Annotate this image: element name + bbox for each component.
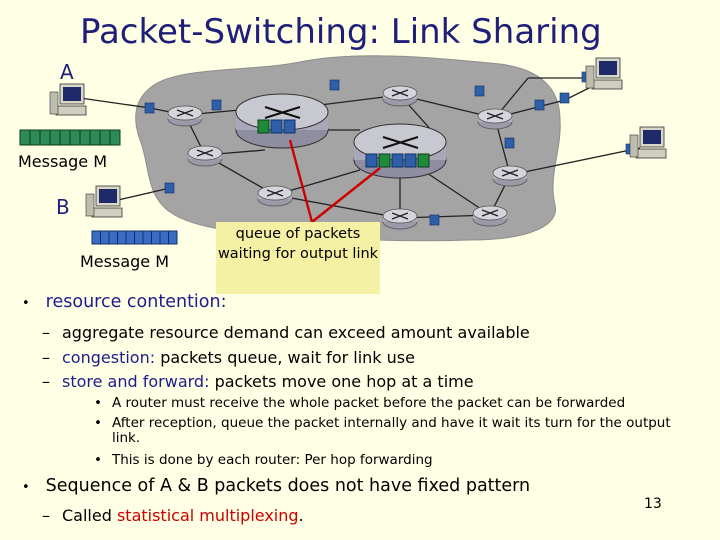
queue-callout: queue of packets waiting for output link xyxy=(216,222,380,294)
bullet-dot-icon: • xyxy=(22,296,30,311)
router xyxy=(187,145,223,167)
message-b-packets xyxy=(91,230,178,245)
host-computer xyxy=(629,126,667,159)
network-cloud xyxy=(135,55,561,242)
router xyxy=(382,85,418,107)
router xyxy=(167,105,203,127)
host-b-computer xyxy=(85,185,123,218)
slide-number: 13 xyxy=(644,496,662,512)
bullet-dot-icon: • xyxy=(94,415,102,431)
router-queue-middle xyxy=(353,123,447,179)
host-computer xyxy=(585,57,623,90)
host-a-label: A xyxy=(60,60,74,84)
callout-arrows xyxy=(288,139,381,223)
bullet-item: • resource contention: xyxy=(22,292,226,312)
router xyxy=(477,108,513,130)
sub-bullet-item: –congestion: packets queue, wait for lin… xyxy=(42,348,415,367)
sub-bullet-item: –aggregate resource demand can exceed am… xyxy=(42,323,530,342)
sub-sub-bullet-item: •A router must receive the whole packet … xyxy=(94,395,626,411)
router xyxy=(472,205,508,227)
router xyxy=(492,165,528,187)
bullet-dot-icon: • xyxy=(22,480,30,495)
dash-icon: – xyxy=(42,506,50,525)
message-b-label: Message M xyxy=(80,252,170,271)
router-queue-left xyxy=(235,93,329,149)
sub-sub-bullet-item: •This is done by each router: Per hop fo… xyxy=(94,452,433,468)
dash-icon: – xyxy=(42,372,50,391)
host-b-label: B xyxy=(56,195,70,219)
bullet-dot-icon: • xyxy=(94,452,102,468)
message-a-label: Message M xyxy=(18,152,108,171)
host-a-computer xyxy=(49,83,87,116)
message-a-packets xyxy=(19,129,121,146)
bullet-text: resource contention: xyxy=(45,292,227,312)
router xyxy=(382,208,418,230)
bullet-item: •Sequence of A & B packets does not have… xyxy=(22,476,531,496)
router xyxy=(257,185,293,207)
dash-icon: – xyxy=(42,348,50,367)
bullet-dot-icon: • xyxy=(94,395,102,411)
dash-icon: – xyxy=(42,323,50,342)
slide-title: Packet-Switching: Link Sharing xyxy=(80,12,602,52)
sub-bullet-item: –Called statistical multiplexing. xyxy=(42,506,304,525)
bullet-list: • resource contention: –aggregate resourc… xyxy=(22,292,702,532)
sub-bullet-item: –store and forward: packets move one hop… xyxy=(42,372,474,391)
sub-sub-bullet-item: •After reception, queue the packet inter… xyxy=(94,415,671,446)
